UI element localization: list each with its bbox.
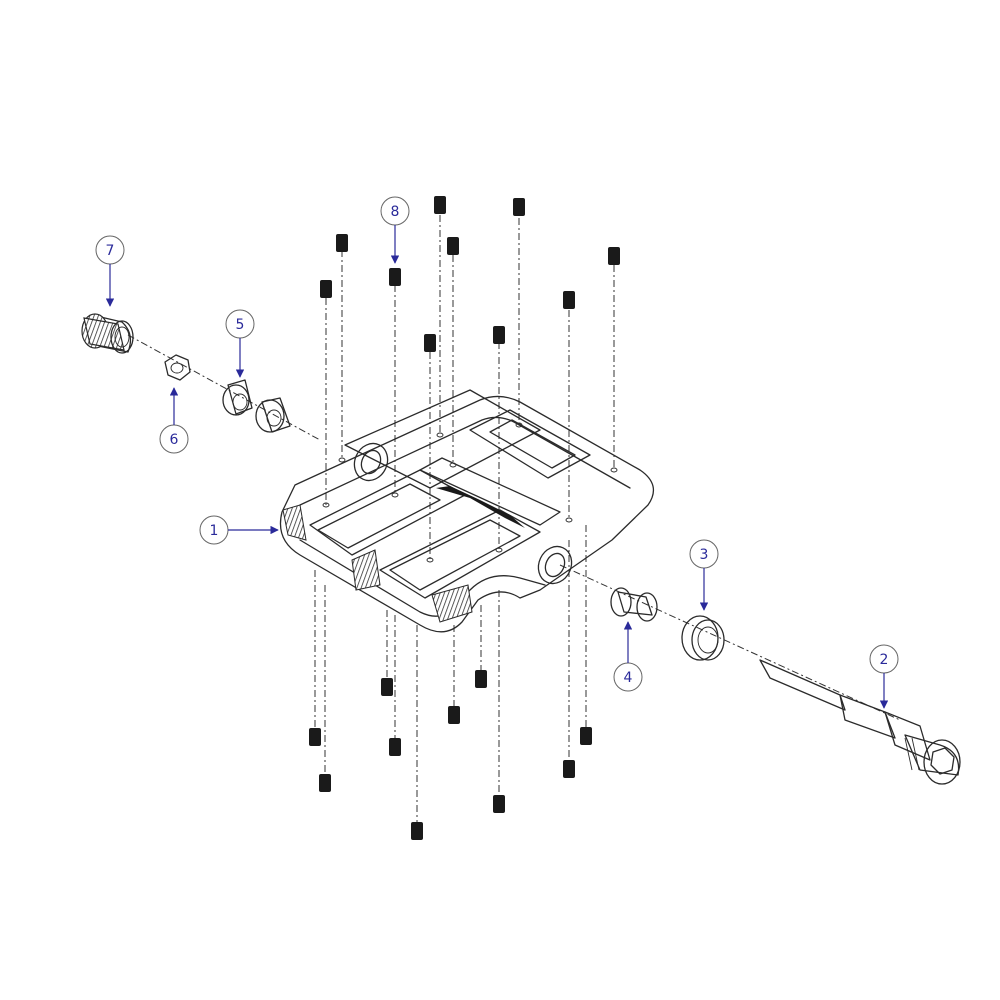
bushing [610,587,658,622]
pin [448,706,460,724]
callout-4-label: 4 [624,670,633,686]
pedal-body [279,389,655,633]
pin [563,760,575,778]
pin [309,728,321,746]
callout-3-label: 3 [700,547,709,563]
callout-1: 1 [199,515,279,545]
callout-3: 3 [689,539,719,611]
lock-nut [164,354,191,381]
callouts: 1 2 3 4 5 6 7 [95,196,899,709]
pin [563,291,575,309]
pin [608,247,620,265]
pin-axis-lines [314,215,615,825]
callout-2: 2 [869,644,899,709]
pin [424,334,436,352]
assembly-axis [127,334,901,721]
end-cap [81,313,134,354]
callout-5: 5 [225,309,255,378]
pin [475,670,487,688]
pin [319,774,331,792]
pin [336,234,348,252]
pin [434,196,446,214]
callout-6-label: 6 [170,432,179,448]
pin [580,727,592,745]
pin [320,280,332,298]
pin [411,822,423,840]
callout-7: 7 [95,235,125,307]
seal-ring [681,615,725,661]
callout-6: 6 [159,387,189,454]
callout-7-label: 7 [106,243,115,259]
callout-4: 4 [613,621,643,692]
pin [493,795,505,813]
pin [513,198,525,216]
callout-1-label: 1 [210,523,219,539]
pin [389,738,401,756]
callout-2-label: 2 [880,652,889,668]
callout-5-label: 5 [236,317,245,333]
spindle-axle [759,659,961,785]
bearings [222,379,291,433]
pin [447,237,459,255]
traction-pins [309,196,620,840]
pin [493,326,505,344]
pin [381,678,393,696]
callout-8: 8 [380,196,410,264]
pin [389,268,401,286]
callout-8-label: 8 [391,204,400,220]
